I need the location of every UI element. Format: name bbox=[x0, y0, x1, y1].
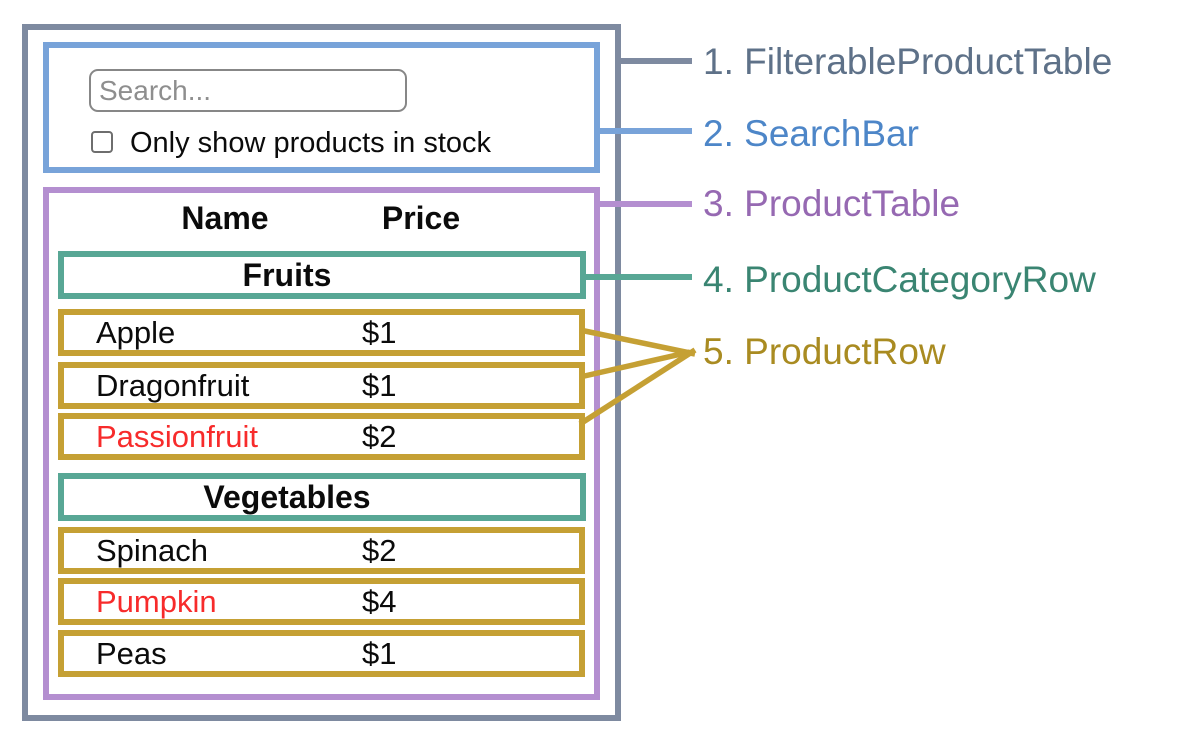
price-column-header: Price bbox=[381, 200, 461, 236]
product-name: Spinach bbox=[96, 532, 209, 568]
product-name: Dragonfruit bbox=[96, 367, 250, 403]
product-price: $1 bbox=[362, 314, 397, 350]
product-row-passionfruit: Passionfruit $2 bbox=[58, 413, 585, 460]
product-price: $4 bbox=[362, 583, 397, 619]
category-label: Fruits bbox=[242, 256, 332, 293]
legend-item-product-category-row: 4. ProductCategoryRow bbox=[703, 259, 1096, 300]
product-category-row-vegetables: Vegetables bbox=[58, 473, 586, 521]
product-price: $2 bbox=[362, 532, 397, 568]
product-name: Apple bbox=[96, 314, 176, 350]
search-bar-box bbox=[43, 42, 600, 173]
legend-item-product-row: 5. ProductRow bbox=[703, 331, 946, 372]
product-category-row-fruits: Fruits bbox=[58, 251, 586, 299]
product-table-box bbox=[43, 187, 600, 700]
in-stock-checkbox[interactable] bbox=[91, 131, 113, 153]
product-row-peas: Peas $1 bbox=[58, 630, 585, 677]
product-name: Peas bbox=[96, 635, 167, 671]
legend-item-search-bar: 2. SearchBar bbox=[703, 113, 919, 154]
product-price: $1 bbox=[362, 367, 397, 403]
product-row-apple: Apple $1 bbox=[58, 309, 585, 356]
in-stock-checkbox-label: Only show products in stock bbox=[130, 127, 492, 159]
product-name: Pumpkin bbox=[96, 583, 217, 619]
legend-item-filterable-product-table: 1. FilterableProductTable bbox=[703, 41, 1113, 82]
product-row-spinach: Spinach $2 bbox=[58, 527, 585, 574]
product-name: Passionfruit bbox=[96, 418, 258, 454]
legend-item-product-table: 3. ProductTable bbox=[703, 183, 961, 224]
category-label: Vegetables bbox=[203, 478, 371, 515]
search-input[interactable] bbox=[89, 69, 407, 112]
product-price: $2 bbox=[362, 418, 397, 454]
product-price: $1 bbox=[362, 635, 397, 671]
product-row-dragonfruit: Dragonfruit $1 bbox=[58, 362, 585, 409]
product-row-pumpkin: Pumpkin $4 bbox=[58, 578, 585, 625]
name-column-header: Name bbox=[181, 200, 269, 236]
